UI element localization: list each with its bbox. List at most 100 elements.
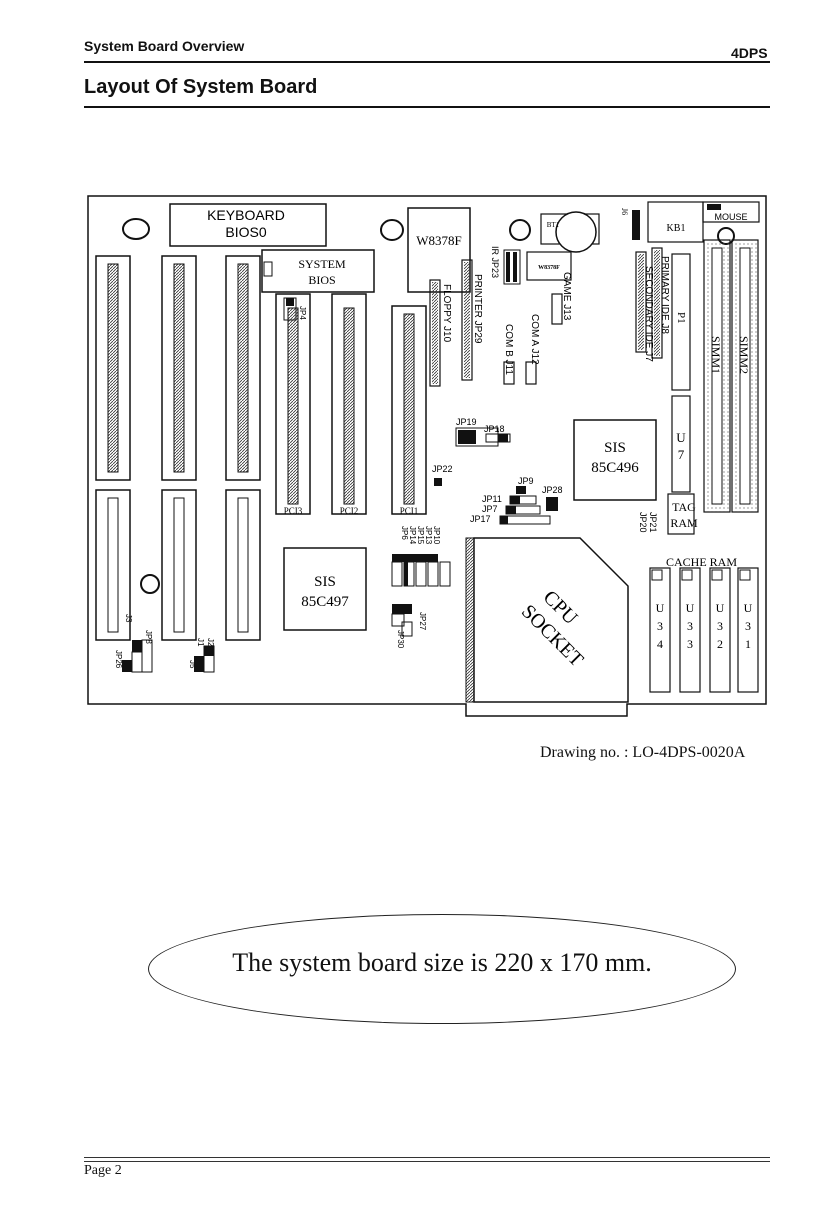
jp22-jumper — [434, 478, 442, 486]
board-component-shape — [391, 305, 427, 515]
component-label: RAM — [670, 516, 698, 530]
component-label: JP7 — [482, 504, 498, 514]
component-label: PRIMARY IDE J8 — [659, 256, 670, 334]
component-label: FLOPPY J10 — [441, 284, 452, 343]
board-component-shape — [711, 247, 723, 505]
board-component-shape — [506, 252, 510, 282]
component-label: W8378F — [538, 265, 560, 271]
board-component-shape — [173, 497, 185, 633]
board-component-shape — [391, 561, 403, 587]
component-label: 2 — [717, 637, 723, 651]
u7-chip — [671, 395, 691, 493]
isa-slot-lower — [95, 489, 131, 641]
component-label: PCI1 — [400, 506, 419, 516]
board-component-shape — [392, 604, 412, 614]
board-component-shape — [513, 252, 517, 282]
component-label: J5 — [188, 660, 197, 669]
component-label: BIOS0 — [225, 224, 266, 240]
board-component-shape — [141, 639, 153, 673]
cache-ram-chip-u32: U 3 2 — [709, 567, 731, 693]
component-label: JP30 — [396, 630, 405, 649]
component-label: 4 — [657, 637, 663, 651]
component-label: JP14 — [408, 526, 417, 545]
sis-85c496-chip — [573, 419, 657, 501]
board-component-shape — [709, 567, 731, 693]
board-component-shape — [131, 651, 143, 673]
board-component-shape — [473, 537, 629, 703]
jp9-jumper — [516, 486, 526, 494]
component-label: JP28 — [542, 485, 563, 495]
component-label: SECONDARY IDE J7 — [643, 266, 654, 362]
board-size-note: The system board size is 220 x 170 mm. — [232, 948, 652, 977]
simm1-socket: SIMM1 — [703, 239, 731, 513]
board-component-shape — [122, 660, 132, 672]
page-title: Layout Of System Board — [84, 76, 318, 98]
board-component-shape — [132, 640, 142, 652]
simm2-socket: SIMM2 — [731, 239, 759, 513]
component-label: SIS — [604, 440, 626, 456]
j6-header — [632, 210, 640, 240]
component-label: U — [686, 601, 695, 615]
board-component-shape — [638, 254, 644, 350]
pci-slot-1: PCI1 — [391, 305, 427, 516]
component-label: JP4 — [298, 306, 307, 320]
component-label: 7 — [678, 447, 685, 462]
component-label: BIOS — [308, 273, 335, 287]
board-component-shape — [427, 561, 439, 587]
board-component-shape — [526, 251, 572, 281]
component-label: COM A J12 — [529, 314, 540, 365]
component-label: COM B J11 — [503, 324, 514, 375]
component-label: JP13 — [424, 526, 433, 545]
board-component-shape — [204, 646, 214, 656]
board-component-shape — [107, 263, 119, 473]
page-number: Page 2 — [84, 1163, 122, 1178]
board-component-shape — [679, 567, 701, 693]
component-label: JP21 — [648, 512, 658, 533]
board-component-shape — [343, 307, 355, 505]
p1-connector — [671, 253, 691, 391]
comb-header — [503, 361, 515, 385]
system-bios-label: SYSTEM — [298, 257, 346, 271]
board-component-shape — [275, 293, 311, 515]
cpu-socket: CPU SOCKET — [465, 537, 629, 703]
coma-header — [525, 361, 537, 385]
board-component-shape — [107, 497, 119, 633]
component-label: JP19 — [456, 417, 477, 427]
component-label: 3 — [657, 619, 663, 633]
board-component-shape — [498, 434, 508, 442]
board-component-shape — [737, 567, 759, 693]
mount-hole — [509, 219, 531, 241]
component-label: GAME J13 — [561, 272, 572, 321]
component-label: JP22 — [432, 464, 453, 474]
component-label: 85C497 — [301, 594, 349, 610]
secondary-ide-header — [635, 251, 647, 353]
j1-j2-j5-jumpers — [194, 645, 215, 673]
keyboard-bios-chip — [169, 203, 327, 247]
game-header — [551, 293, 563, 325]
jp30-jumper — [391, 604, 412, 627]
section-header: System Board Overview — [84, 38, 245, 54]
board-component-shape — [432, 282, 438, 384]
kb1-connector — [647, 201, 704, 243]
component-label: TAG — [672, 500, 696, 514]
component-label: U — [744, 601, 753, 615]
board-component-shape — [439, 561, 451, 587]
drawing-number: Drawing no. : LO-4DPS-0020A — [540, 744, 746, 761]
component-label: SIMM1 — [709, 336, 723, 374]
board-component-shape — [711, 569, 723, 581]
cache-ram-label: CACHE RAM — [666, 555, 737, 569]
board-component-shape — [651, 569, 663, 581]
mount-hole — [380, 219, 404, 241]
component-label: J6 — [620, 208, 629, 215]
sis-85c497-chip — [283, 547, 367, 631]
board-component-shape — [237, 497, 249, 633]
component-label: 3 — [687, 637, 693, 651]
component-label: 1 — [745, 637, 751, 651]
board-component-shape — [465, 537, 475, 703]
component-label: JP8 — [144, 630, 153, 644]
jp27-jumper — [401, 621, 413, 637]
board-component-shape — [225, 255, 261, 481]
board-component-shape — [331, 293, 367, 515]
title-rule — [84, 106, 770, 108]
component-label: JP10 — [432, 526, 441, 545]
